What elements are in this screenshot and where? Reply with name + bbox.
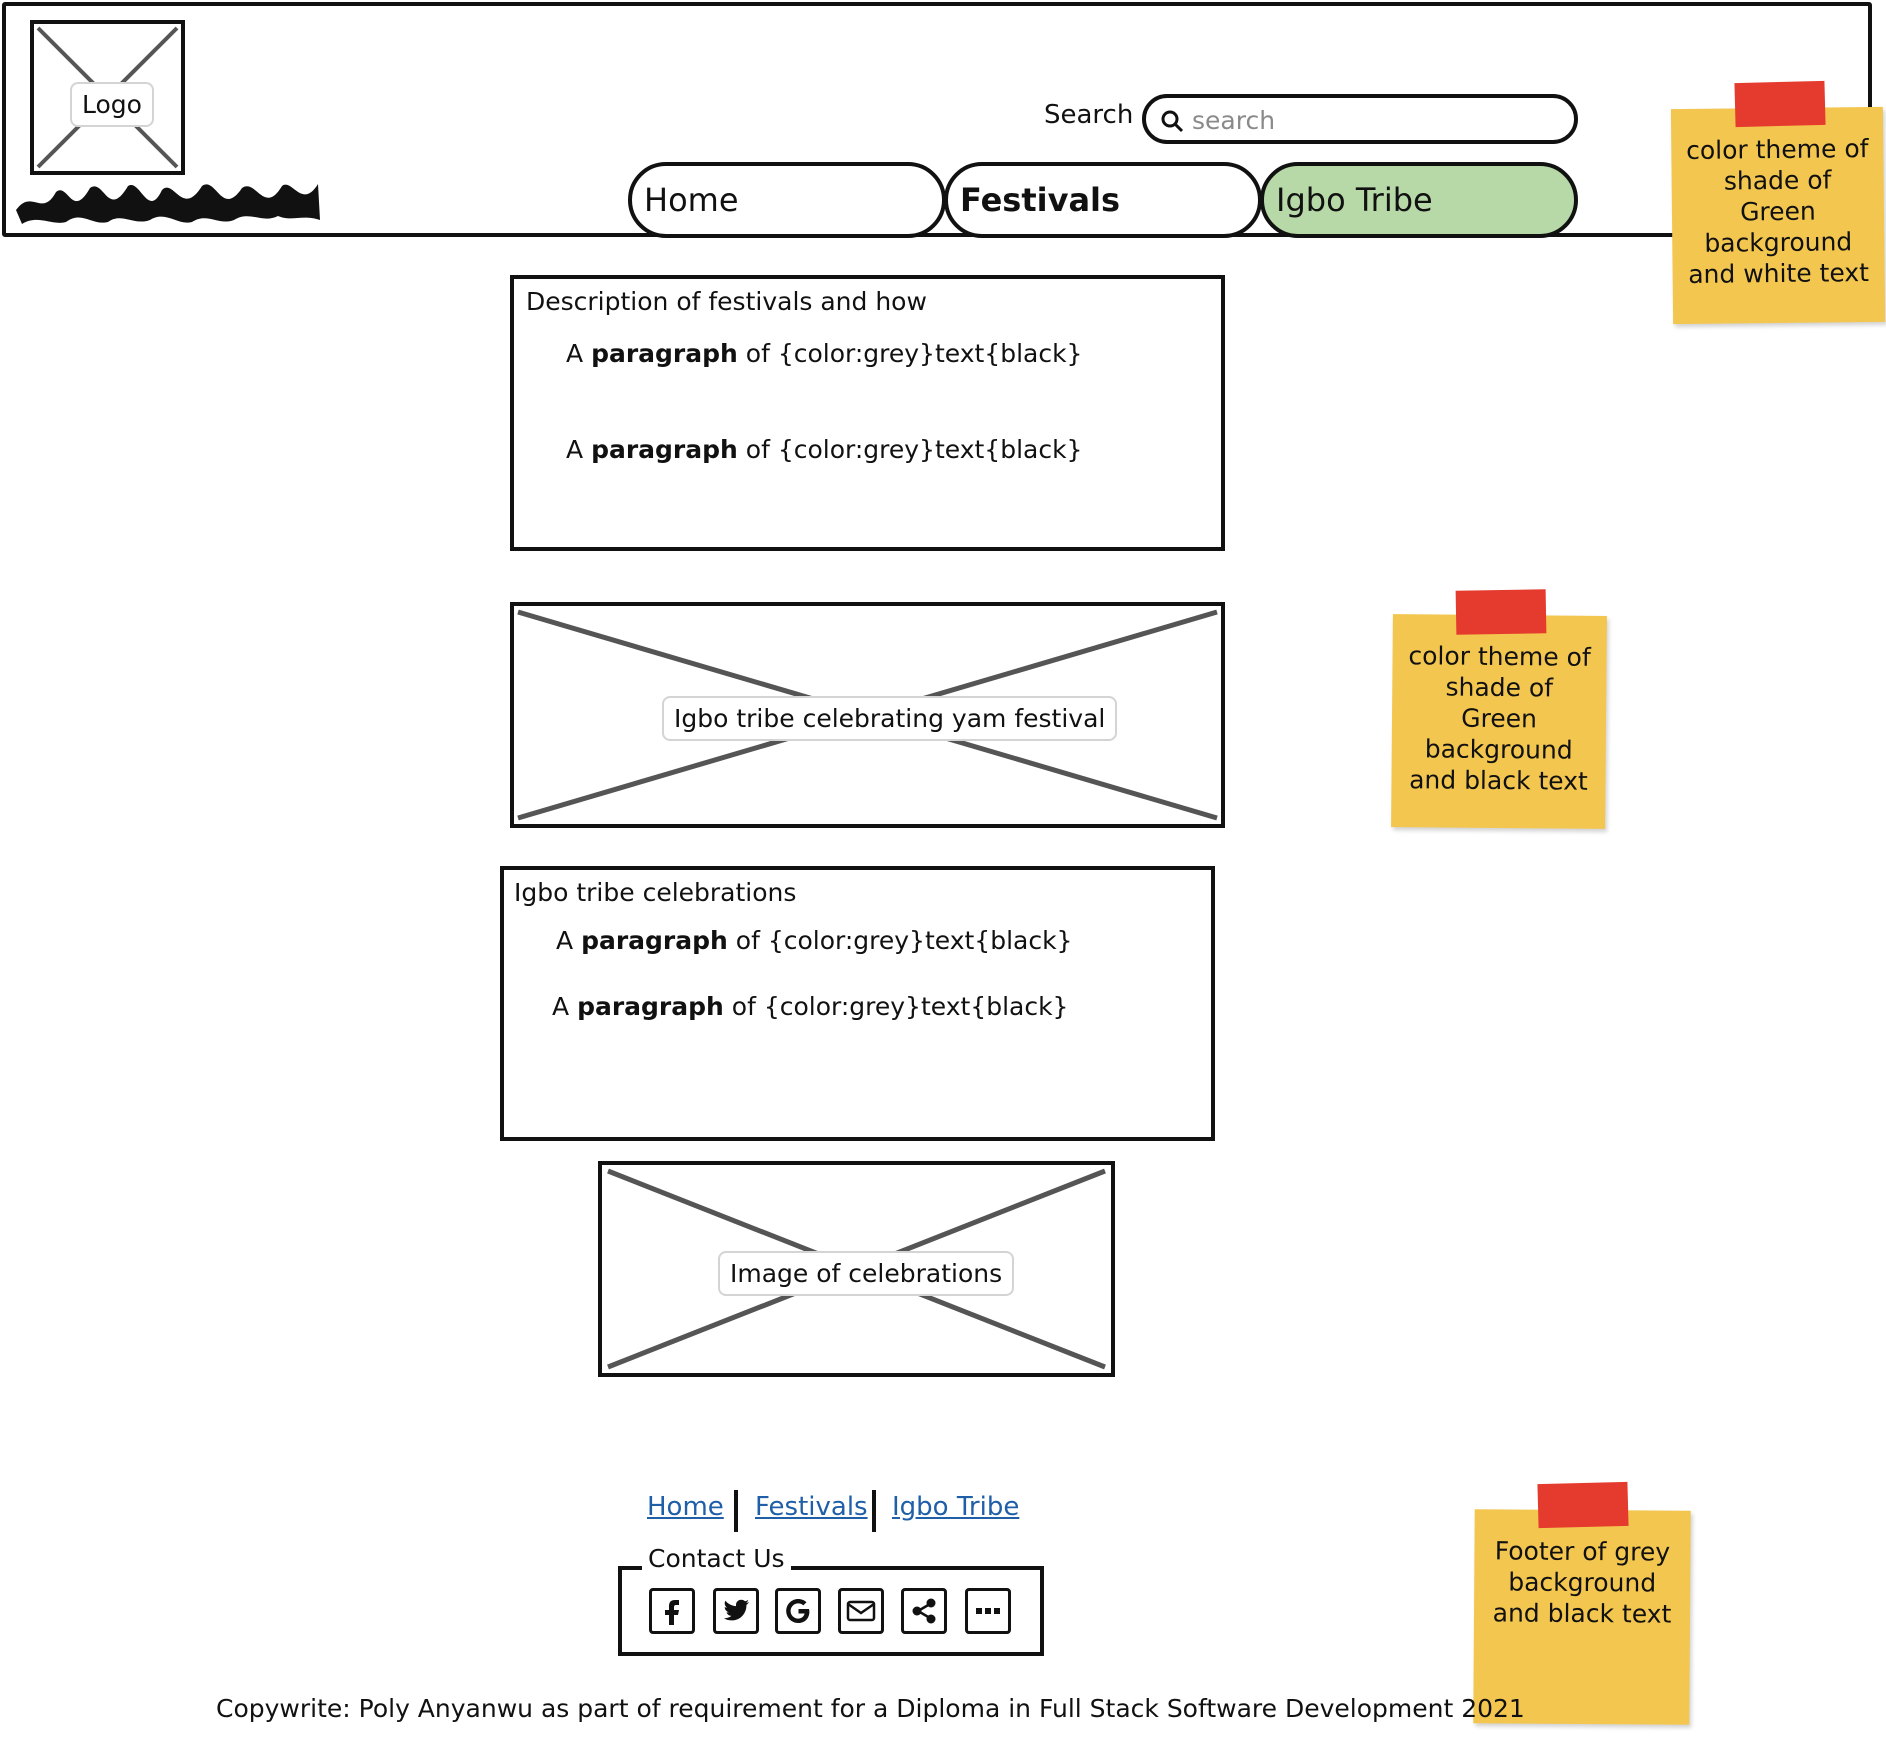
paragraph: A paragraph of {color:grey}text{black} bbox=[552, 992, 1069, 1021]
note-line: Green bbox=[1461, 703, 1538, 734]
header-theme-note: color theme of shade of Green background… bbox=[1670, 106, 1886, 325]
image-caption: Igbo tribe celebrating yam festival bbox=[662, 696, 1118, 741]
email-icon[interactable] bbox=[838, 1588, 884, 1634]
note-line: and black text bbox=[1409, 765, 1588, 796]
note-line: background bbox=[1424, 734, 1573, 765]
footer-link-festivals[interactable]: Festivals bbox=[755, 1492, 868, 1522]
paragraph: A paragraph of {color:grey}text{black} bbox=[566, 339, 1083, 368]
note-line: shade of bbox=[1445, 672, 1554, 703]
note-line: and black text bbox=[1492, 1598, 1672, 1629]
celebrations-section: Igbo tribe celebrations A paragraph of {… bbox=[500, 866, 1215, 1141]
nav-home-tab[interactable]: Home bbox=[628, 162, 946, 238]
footer-link-divider bbox=[734, 1490, 738, 1532]
note-tape bbox=[1734, 80, 1826, 128]
note-line: color theme of bbox=[1408, 641, 1591, 672]
note-line: Footer of grey bbox=[1494, 1536, 1671, 1567]
note-line: background bbox=[1704, 227, 1853, 258]
section-title: Igbo tribe celebrations bbox=[514, 878, 797, 907]
paragraph: A paragraph of {color:grey}text{black} bbox=[556, 926, 1073, 955]
footer-link-divider bbox=[872, 1490, 876, 1532]
content-theme-note: color theme of shade of Green background… bbox=[1391, 614, 1607, 829]
festival-description-section: Description of festivals and how A parag… bbox=[510, 275, 1225, 551]
google-icon[interactable] bbox=[775, 1588, 821, 1634]
logo-placeholder[interactable]: Logo bbox=[30, 20, 185, 175]
note-line: color theme of bbox=[1686, 134, 1869, 165]
celebrations-image-placeholder: Image of celebrations bbox=[598, 1161, 1115, 1377]
note-line: background bbox=[1508, 1567, 1657, 1598]
logo-label: Logo bbox=[70, 82, 154, 127]
note-line: shade of bbox=[1723, 165, 1832, 196]
more-icon[interactable] bbox=[965, 1588, 1011, 1634]
scribble-logo-text-icon bbox=[16, 184, 320, 224]
search-icon bbox=[1161, 110, 1184, 133]
note-line: and white text bbox=[1688, 258, 1870, 289]
contact-us-group bbox=[618, 1566, 1044, 1656]
contact-us-label: Contact Us bbox=[642, 1544, 791, 1573]
footer-theme-note: Footer of grey background and black text bbox=[1473, 1509, 1691, 1725]
facebook-icon[interactable] bbox=[649, 1588, 695, 1634]
copyright-text: Copywrite: Poly Anyanwu as part of requi… bbox=[216, 1694, 1525, 1723]
note-tape bbox=[1455, 589, 1547, 635]
nav-igbo-tribe-tab[interactable]: Igbo Tribe bbox=[1260, 162, 1578, 238]
footer-link-igbo-tribe[interactable]: Igbo Tribe bbox=[892, 1492, 1020, 1522]
search-label: Search bbox=[1044, 100, 1134, 130]
footer-link-home[interactable]: Home bbox=[647, 1492, 724, 1522]
twitter-icon[interactable] bbox=[713, 1588, 759, 1634]
nav-festivals-tab[interactable]: Festivals bbox=[944, 162, 1262, 238]
search-box[interactable] bbox=[1142, 94, 1578, 144]
search-input[interactable] bbox=[1192, 104, 1562, 136]
note-tape bbox=[1537, 1481, 1629, 1529]
yam-festival-image-placeholder: Igbo tribe celebrating yam festival bbox=[510, 602, 1225, 828]
paragraph: A paragraph of {color:grey}text{black} bbox=[566, 435, 1083, 464]
note-line: Green bbox=[1739, 196, 1816, 227]
share-icon[interactable] bbox=[901, 1588, 947, 1634]
image-caption: Image of celebrations bbox=[718, 1251, 1015, 1296]
section-title: Description of festivals and how bbox=[526, 287, 927, 316]
